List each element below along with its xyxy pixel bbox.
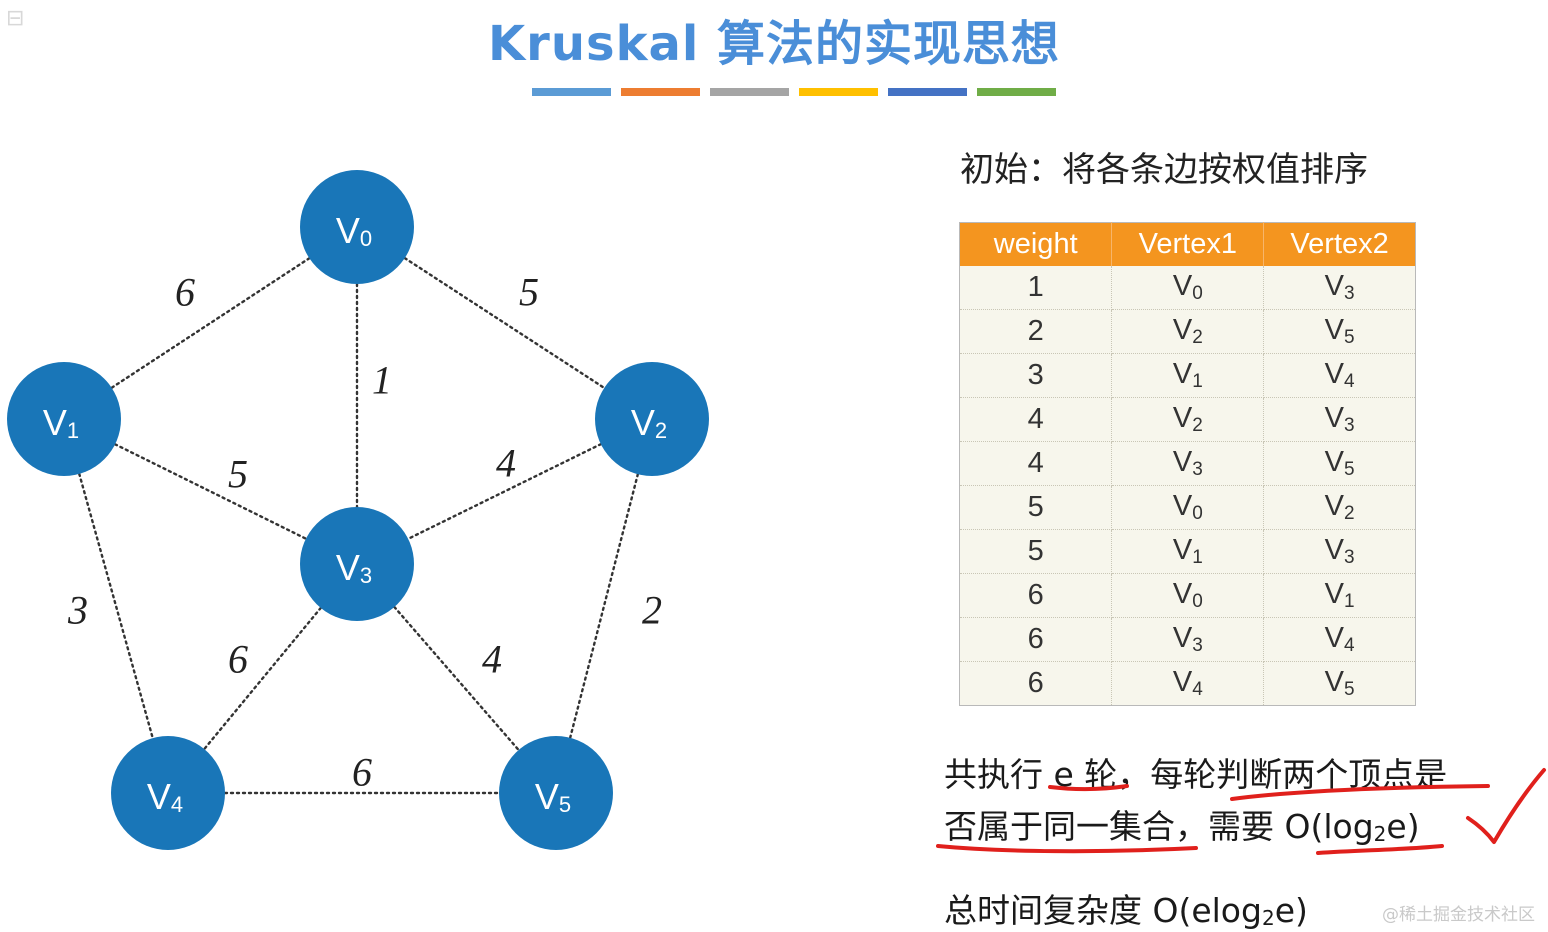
edge-V2-V3: [406, 442, 603, 541]
cell-vertex2: V3: [1263, 397, 1416, 442]
node-V1: V1: [7, 362, 121, 476]
edge-V0-V2: [403, 256, 606, 390]
edge-weight-V1-V3: 5: [228, 452, 248, 497]
cell-vertex2: V4: [1263, 353, 1416, 398]
cell-vertex2: V5: [1263, 661, 1416, 706]
edge-V0-V1: [110, 257, 311, 389]
corner-artifact: ⊟: [6, 6, 25, 31]
cell-vertex2: V1: [1263, 573, 1416, 618]
cell-weight: 6: [959, 617, 1113, 662]
cell-weight: 5: [959, 485, 1113, 530]
color-bar-2: [621, 88, 700, 96]
edge-weight-V0-V1: 6: [175, 270, 195, 315]
edge-weight-V1-V4: 3: [67, 588, 88, 633]
cell-vertex1: V2: [1111, 309, 1265, 354]
node-V3: V3: [300, 507, 414, 621]
node-label: V2: [631, 402, 667, 443]
node-label: V0: [336, 210, 372, 251]
edge-weight-V0-V3: 1: [372, 358, 392, 403]
color-bar-5: [888, 88, 967, 96]
edge-V1-V4: [78, 472, 154, 740]
header-vertex1: Vertex1: [1111, 222, 1265, 266]
header-weight: weight: [959, 222, 1113, 266]
node-circle: [300, 507, 414, 621]
color-bar-6: [977, 88, 1056, 96]
watermark: @稀土掘金技术社区: [1382, 905, 1535, 925]
cell-vertex1: V1: [1111, 353, 1265, 398]
node-V0: V0: [300, 170, 414, 284]
cell-vertex2: V4: [1263, 617, 1416, 662]
node-circle: [300, 170, 414, 284]
cell-vertex2: V5: [1263, 309, 1416, 354]
edge-weight-V0-V2: 5: [519, 270, 539, 315]
note-total-complexity: 总时间复杂度 O(elog2e): [944, 891, 1308, 930]
cell-weight: 4: [959, 441, 1113, 486]
cell-weight: 5: [959, 529, 1113, 574]
color-bar-3: [710, 88, 789, 96]
cell-weight: 4: [959, 397, 1113, 442]
page-title: Kruskal 算法的实现思想: [487, 16, 1061, 72]
note-complexity-per-round: 否属于同一集合，需要 O(log2e): [944, 807, 1420, 846]
cell-weight: 6: [959, 661, 1113, 706]
cell-vertex2: V5: [1263, 441, 1416, 486]
node-label: V4: [147, 776, 183, 817]
cell-vertex1: V0: [1111, 485, 1265, 530]
cell-vertex1: V4: [1111, 661, 1265, 706]
node-label: V1: [43, 402, 79, 443]
cell-vertex2: V3: [1263, 529, 1416, 574]
edge-V3-V5: [393, 605, 520, 752]
cell-weight: 3: [959, 353, 1113, 398]
cell-vertex1: V0: [1111, 573, 1265, 618]
cell-vertex1: V2: [1111, 397, 1265, 442]
cell-vertex1: V3: [1111, 441, 1265, 486]
cell-weight: 6: [959, 573, 1113, 618]
color-bar-1: [532, 88, 611, 96]
cell-weight: 1: [959, 266, 1113, 310]
edge-V3-V4: [203, 606, 322, 751]
edge-weight-V2-V3: 4: [496, 441, 516, 486]
header-vertex2: Vertex2: [1263, 222, 1416, 266]
cell-vertex1: V1: [1111, 529, 1265, 574]
cell-weight: 2: [959, 309, 1113, 354]
node-V4: V4: [111, 736, 225, 850]
check-mark-icon: [1466, 768, 1546, 844]
edge-V1-V3: [113, 443, 308, 540]
node-circle: [7, 362, 121, 476]
note-rounds: 共执行 e 轮，每轮判断两个顶点是: [944, 755, 1448, 794]
node-V2: V2: [595, 362, 709, 476]
node-label: V3: [336, 547, 372, 588]
node-label: V5: [535, 776, 571, 817]
cell-vertex1: V0: [1111, 266, 1265, 310]
node-circle: [499, 736, 613, 850]
node-circle: [111, 736, 225, 850]
edge-weight-V3-V5: 4: [482, 637, 502, 682]
node-V5: V5: [499, 736, 613, 850]
cell-vertex2: V3: [1263, 266, 1416, 310]
edge-weight-V4-V5: 6: [352, 750, 372, 795]
initial-sort-text: 初始：将各条边按权值排序: [960, 150, 1368, 190]
edge-weight-V2-V5: 2: [642, 588, 662, 633]
node-circle: [595, 362, 709, 476]
cell-vertex1: V3: [1111, 617, 1265, 662]
edge-weight-V3-V4: 6: [228, 637, 248, 682]
cell-vertex2: V2: [1263, 485, 1416, 530]
color-bar-4: [799, 88, 878, 96]
edge-V2-V5: [568, 473, 640, 739]
